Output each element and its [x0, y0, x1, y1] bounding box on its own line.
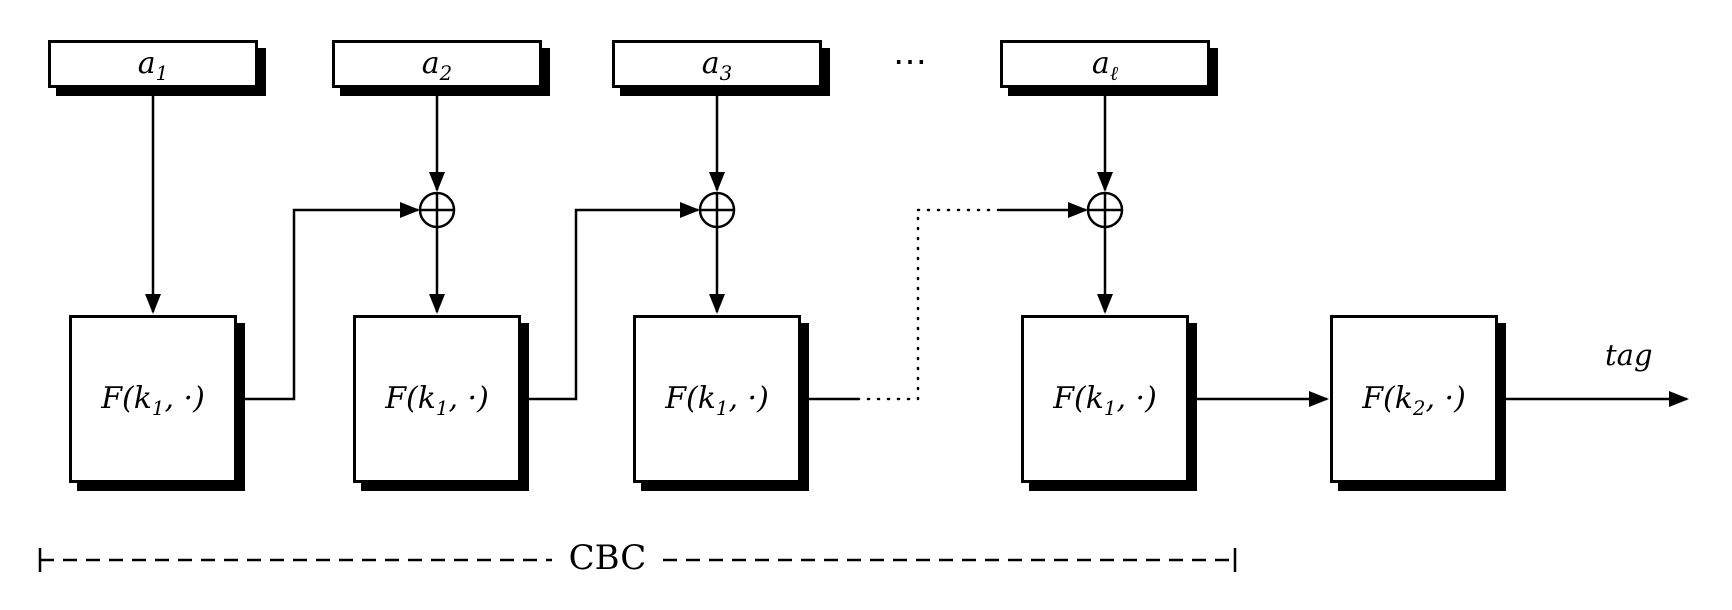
label-sub: ℓ	[1109, 62, 1119, 85]
input-block-label: aℓ	[1091, 46, 1118, 84]
label-pre: F(k	[1053, 381, 1104, 416]
input-block-a2: a2	[332, 40, 542, 88]
chain-connectors	[236, 202, 1689, 407]
chain-f2-to-xor2	[521, 202, 700, 401]
label-pre: F(k	[665, 381, 716, 416]
xor-gates	[418, 191, 1124, 229]
input-block-label: a2	[421, 46, 452, 84]
label-sub: 1	[1103, 397, 1117, 420]
cbc-bracket-label: CBC	[568, 538, 647, 578]
chain-f1-to-xor1	[236, 202, 420, 401]
label-base: a	[421, 46, 440, 81]
label-sub: 1	[435, 397, 449, 420]
input-block-a3: a3	[612, 40, 822, 88]
xor-icon	[418, 191, 456, 229]
label-sub: 1	[155, 62, 169, 85]
prf-box-f1: F(k1, ·)	[69, 315, 237, 483]
input-block-a1: a1	[48, 40, 258, 88]
prf-box-f3: F(k1, ·)	[633, 315, 801, 483]
xor-icon	[1086, 191, 1124, 229]
input-block-label: a1	[137, 46, 168, 84]
label-sub: 1	[715, 397, 729, 420]
prf-box-f2: F(k1, ·)	[353, 315, 521, 483]
input-block-label: a3	[701, 46, 732, 84]
label-sub: 3	[719, 62, 733, 85]
cbc-span-bracket	[38, 548, 1237, 572]
tag-output-label: tag	[1605, 338, 1653, 372]
prf-box-f5-final: F(k2, ·)	[1330, 315, 1498, 483]
label-post: , ·)	[164, 381, 205, 416]
label-base: a	[137, 46, 156, 81]
prf-box-label: F(k2, ·)	[1362, 381, 1466, 419]
input-arrows	[145, 88, 1113, 314]
label-sub: 2	[439, 62, 453, 85]
label-base: a	[701, 46, 720, 81]
label-post: , ·)	[728, 381, 769, 416]
label-pre: F(k	[101, 381, 152, 416]
prf-box-label: F(k1, ·)	[665, 381, 769, 419]
prf-box-label: F(k1, ·)	[385, 381, 489, 419]
xor-icon	[698, 191, 736, 229]
label-pre: F(k	[385, 381, 436, 416]
label-sub: 2	[1412, 397, 1426, 420]
ellipsis-top: ⋯	[893, 42, 929, 82]
label-post: , ·)	[1425, 381, 1466, 416]
label-post: , ·)	[448, 381, 489, 416]
label-pre: F(k	[1362, 381, 1413, 416]
prf-box-label: F(k1, ·)	[101, 381, 205, 419]
label-sub: 1	[151, 397, 165, 420]
input-block-al: aℓ	[1000, 40, 1210, 88]
label-base: a	[1091, 46, 1110, 81]
label-post: , ·)	[1116, 381, 1157, 416]
prf-box-f4: F(k1, ·)	[1021, 315, 1189, 483]
xor-output-arrows	[429, 227, 1113, 314]
prf-box-label: F(k1, ·)	[1053, 381, 1157, 419]
